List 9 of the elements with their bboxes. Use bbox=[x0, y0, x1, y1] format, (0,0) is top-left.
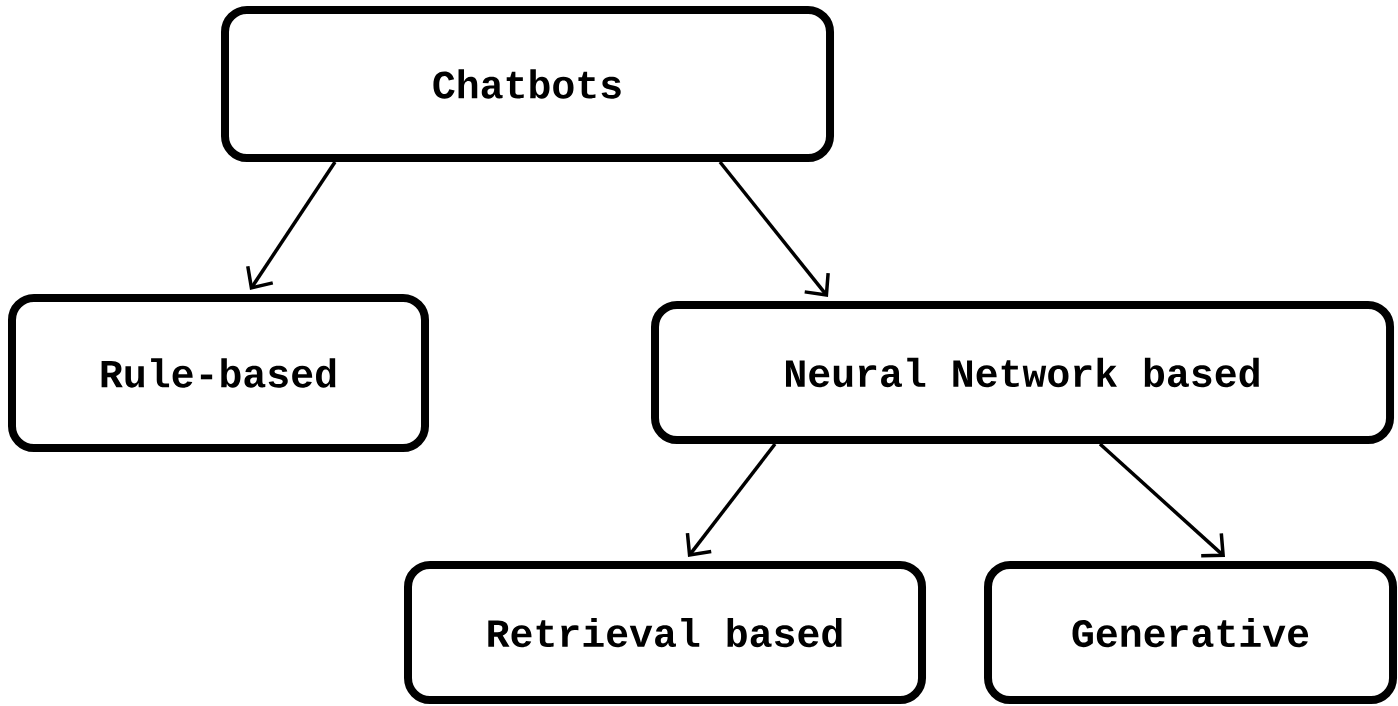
category-box: Neural Network based bbox=[651, 301, 1395, 444]
category-box: Generative bbox=[984, 561, 1397, 704]
category-box: Retrieval based bbox=[404, 561, 926, 704]
arrow bbox=[246, 161, 337, 290]
arrow bbox=[718, 160, 830, 297]
arrow bbox=[1098, 442, 1225, 558]
category-box: Rule-based bbox=[8, 294, 429, 452]
arrow bbox=[685, 442, 777, 557]
category-box: Chatbots bbox=[221, 6, 834, 162]
